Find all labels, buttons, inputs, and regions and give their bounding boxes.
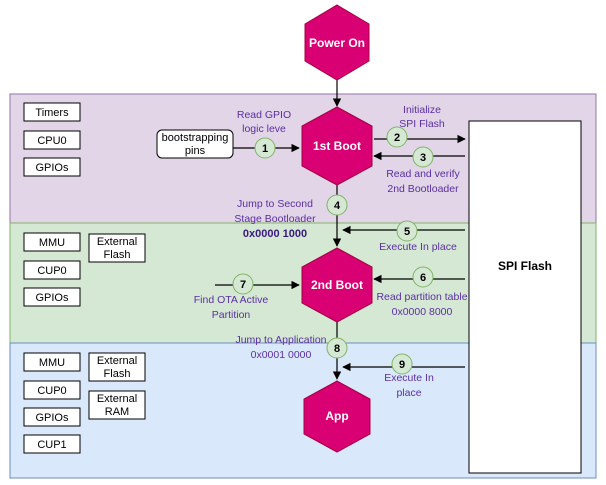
gpios-box-2 [23,287,81,307]
note-read-part-2: 0x0000 8000 [392,306,453,318]
gpios-box-3 [23,407,81,427]
bootstrapping-pins-box [156,129,234,159]
external-ram-label-3b: RAM [105,406,129,418]
mmu-box-3 [23,352,81,372]
note-exec-in-place-5: Execute In place [379,241,457,253]
external-flash-label-2a: External [97,236,137,248]
step-3-label: 3 [420,152,426,164]
note-read-gpio-2: logic leve [242,123,286,135]
timers-label: Timers [35,107,69,119]
external-ram-label-3a: External [97,393,137,405]
step-2-label: 2 [394,132,400,144]
step-7-circle [232,273,254,295]
bootstrapping-label-2: pins [185,145,206,157]
spi-flash-box [468,120,582,474]
note-read-part-1: Read partition table [376,291,467,303]
step-1-label: 1 [262,143,268,155]
step-4-label: 4 [334,200,341,212]
note-read-gpio-1: Read GPIO [237,109,291,121]
timers-box [23,102,81,122]
external-flash-box-3 [88,352,146,382]
cup0-box-2 [23,260,81,280]
external-flash-label-2b: Flash [104,249,131,261]
note-jump-app-2: 0x0001 0000 [251,349,312,361]
step-8-label: 8 [334,343,340,355]
mmu-label-3: MMU [39,357,65,369]
note-read-verify-2: 2nd Bootloader [387,183,459,195]
spi-flash-label: SPI Flash [498,259,552,273]
cpu0-label: CPU0 [37,135,66,147]
external-flash-box-2 [88,233,146,263]
mmu-label-2: MMU [39,237,65,249]
gpios-label-1: GPIOs [35,162,69,174]
step-5-circle [396,220,418,242]
power-on-hexagon [304,4,370,81]
note-read-verify-1: Read and verify [386,168,460,180]
step-4-circle [326,194,348,216]
step-5-label: 5 [404,226,410,238]
note-exec-9-2: place [396,387,421,399]
mmu-box-2 [23,232,81,252]
step-9-label: 9 [399,359,405,371]
step-6-circle [412,266,434,288]
step-9-circle [391,353,413,375]
step-7-label: 7 [240,279,246,291]
second-boot-hexagon [301,247,373,323]
cup0-label-3: CUP0 [37,385,66,397]
cup1-label-3: CUP1 [37,439,66,451]
step-3-circle [412,146,434,168]
first-boot-hexagon [301,106,373,186]
note-init-spi-2: SPI Flash [399,118,445,130]
app-label: App [325,409,348,423]
step-6-label: 6 [420,272,426,284]
note-exec-9-1: Execute In [384,372,434,384]
note-addr-second: 0x0000 1000 [243,228,307,240]
app-hexagon [303,380,371,453]
note-jump-second-1: Jump to Second [237,198,313,210]
external-ram-box-3 [88,390,146,420]
gpios-label-2: GPIOs [35,292,69,304]
step-8-circle [326,337,348,359]
cup0-label-2: CUP0 [37,265,66,277]
bootstrapping-label-1: bootstrapping [162,132,229,144]
gpios-box-1 [23,157,81,177]
cup0-box-3 [23,380,81,400]
cpu0-box [23,130,81,150]
note-init-spi-1: Initialize [403,104,441,116]
note-jump-second-2: Stage Bootloader [234,213,316,225]
step-2-circle [386,126,408,148]
cup1-box-3 [23,434,81,454]
note-find-ota-2: Partition [212,309,251,321]
gpios-label-3: GPIOs [35,412,69,424]
second-boot-label: 2nd Boot [311,278,363,292]
step-1-circle [254,137,276,159]
note-find-ota-1: Find OTA Active [194,294,269,306]
external-flash-label-3b: Flash [104,368,131,380]
first-boot-label: 1st Boot [313,139,361,153]
power-on-label: Power On [309,36,365,50]
note-jump-app-1: Jump to Application [235,334,326,346]
external-flash-label-3a: External [97,355,137,367]
